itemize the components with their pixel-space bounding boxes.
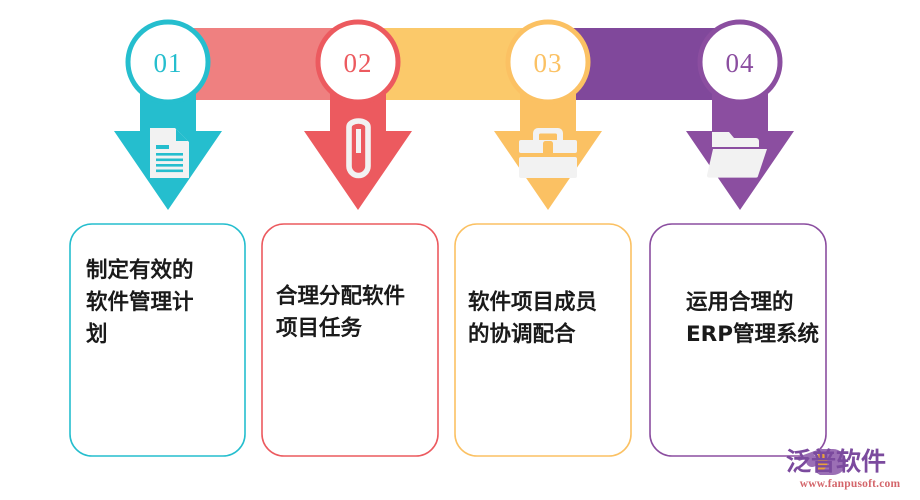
- document-icon: [150, 128, 189, 178]
- number-circle-02: 02: [315, 19, 401, 105]
- card-text-line: 项目任务: [276, 315, 363, 341]
- paperclip-icon: [346, 118, 371, 179]
- card-outline-2: [261, 223, 439, 457]
- number-circle-03: 03: [505, 19, 591, 105]
- card-text-line: 软件项目成员: [468, 289, 597, 315]
- card-text-line: 运用合理的: [686, 289, 794, 315]
- card-text-line: 的协调配合: [468, 321, 576, 347]
- card-text-line: ERP管理系统: [686, 321, 820, 347]
- circle-ring-01: [125, 19, 211, 105]
- watermark-logo[interactable]: 泛普软件 www.fanpusoft.com: [786, 447, 900, 490]
- card-outline-1: [69, 223, 246, 457]
- text-card-3[interactable]: 软件项目成员 的协调配合: [454, 223, 632, 457]
- fanpu-mark-icon: [795, 449, 846, 475]
- step-number-02: 02: [344, 48, 373, 78]
- brand-name: 泛普软件: [786, 447, 886, 476]
- circle-ring-02: [315, 19, 401, 105]
- card-text-line: 制定有效的: [86, 257, 194, 283]
- step-number-04: 04: [726, 48, 755, 78]
- number-circle-04: 04: [697, 19, 783, 105]
- text-card-4[interactable]: 运用合理的 ERP管理系统: [649, 223, 827, 457]
- step-number-01: 01: [154, 48, 183, 78]
- card-text-line: 合理分配软件: [276, 283, 405, 309]
- circle-ring-04: [697, 19, 783, 105]
- circle-ring-03: [505, 19, 591, 105]
- step-number-03: 03: [534, 48, 563, 78]
- card-text-line: 软件管理计: [86, 289, 194, 315]
- connector-bars: [168, 28, 760, 100]
- text-card-1[interactable]: 制定有效的 软件管理计 划: [69, 223, 246, 457]
- text-cards-group: 制定有效的 软件管理计 划 合理分配软件 项目任务 软件项目成员 的协调配合 运…: [69, 223, 827, 457]
- folder-icon: [706, 132, 767, 178]
- arrow-icons-group: [150, 118, 767, 179]
- card-outline-3: [454, 223, 632, 457]
- card-outline-4: [649, 223, 827, 457]
- number-circle-01: 01: [125, 19, 211, 105]
- card-text-line: 划: [86, 322, 108, 347]
- text-card-2[interactable]: 合理分配软件 项目任务: [261, 223, 439, 457]
- number-circles-group: 01 02 03 04: [125, 19, 783, 105]
- briefcase-icon: [519, 128, 577, 178]
- brand-url: www.fanpusoft.com: [800, 478, 901, 490]
